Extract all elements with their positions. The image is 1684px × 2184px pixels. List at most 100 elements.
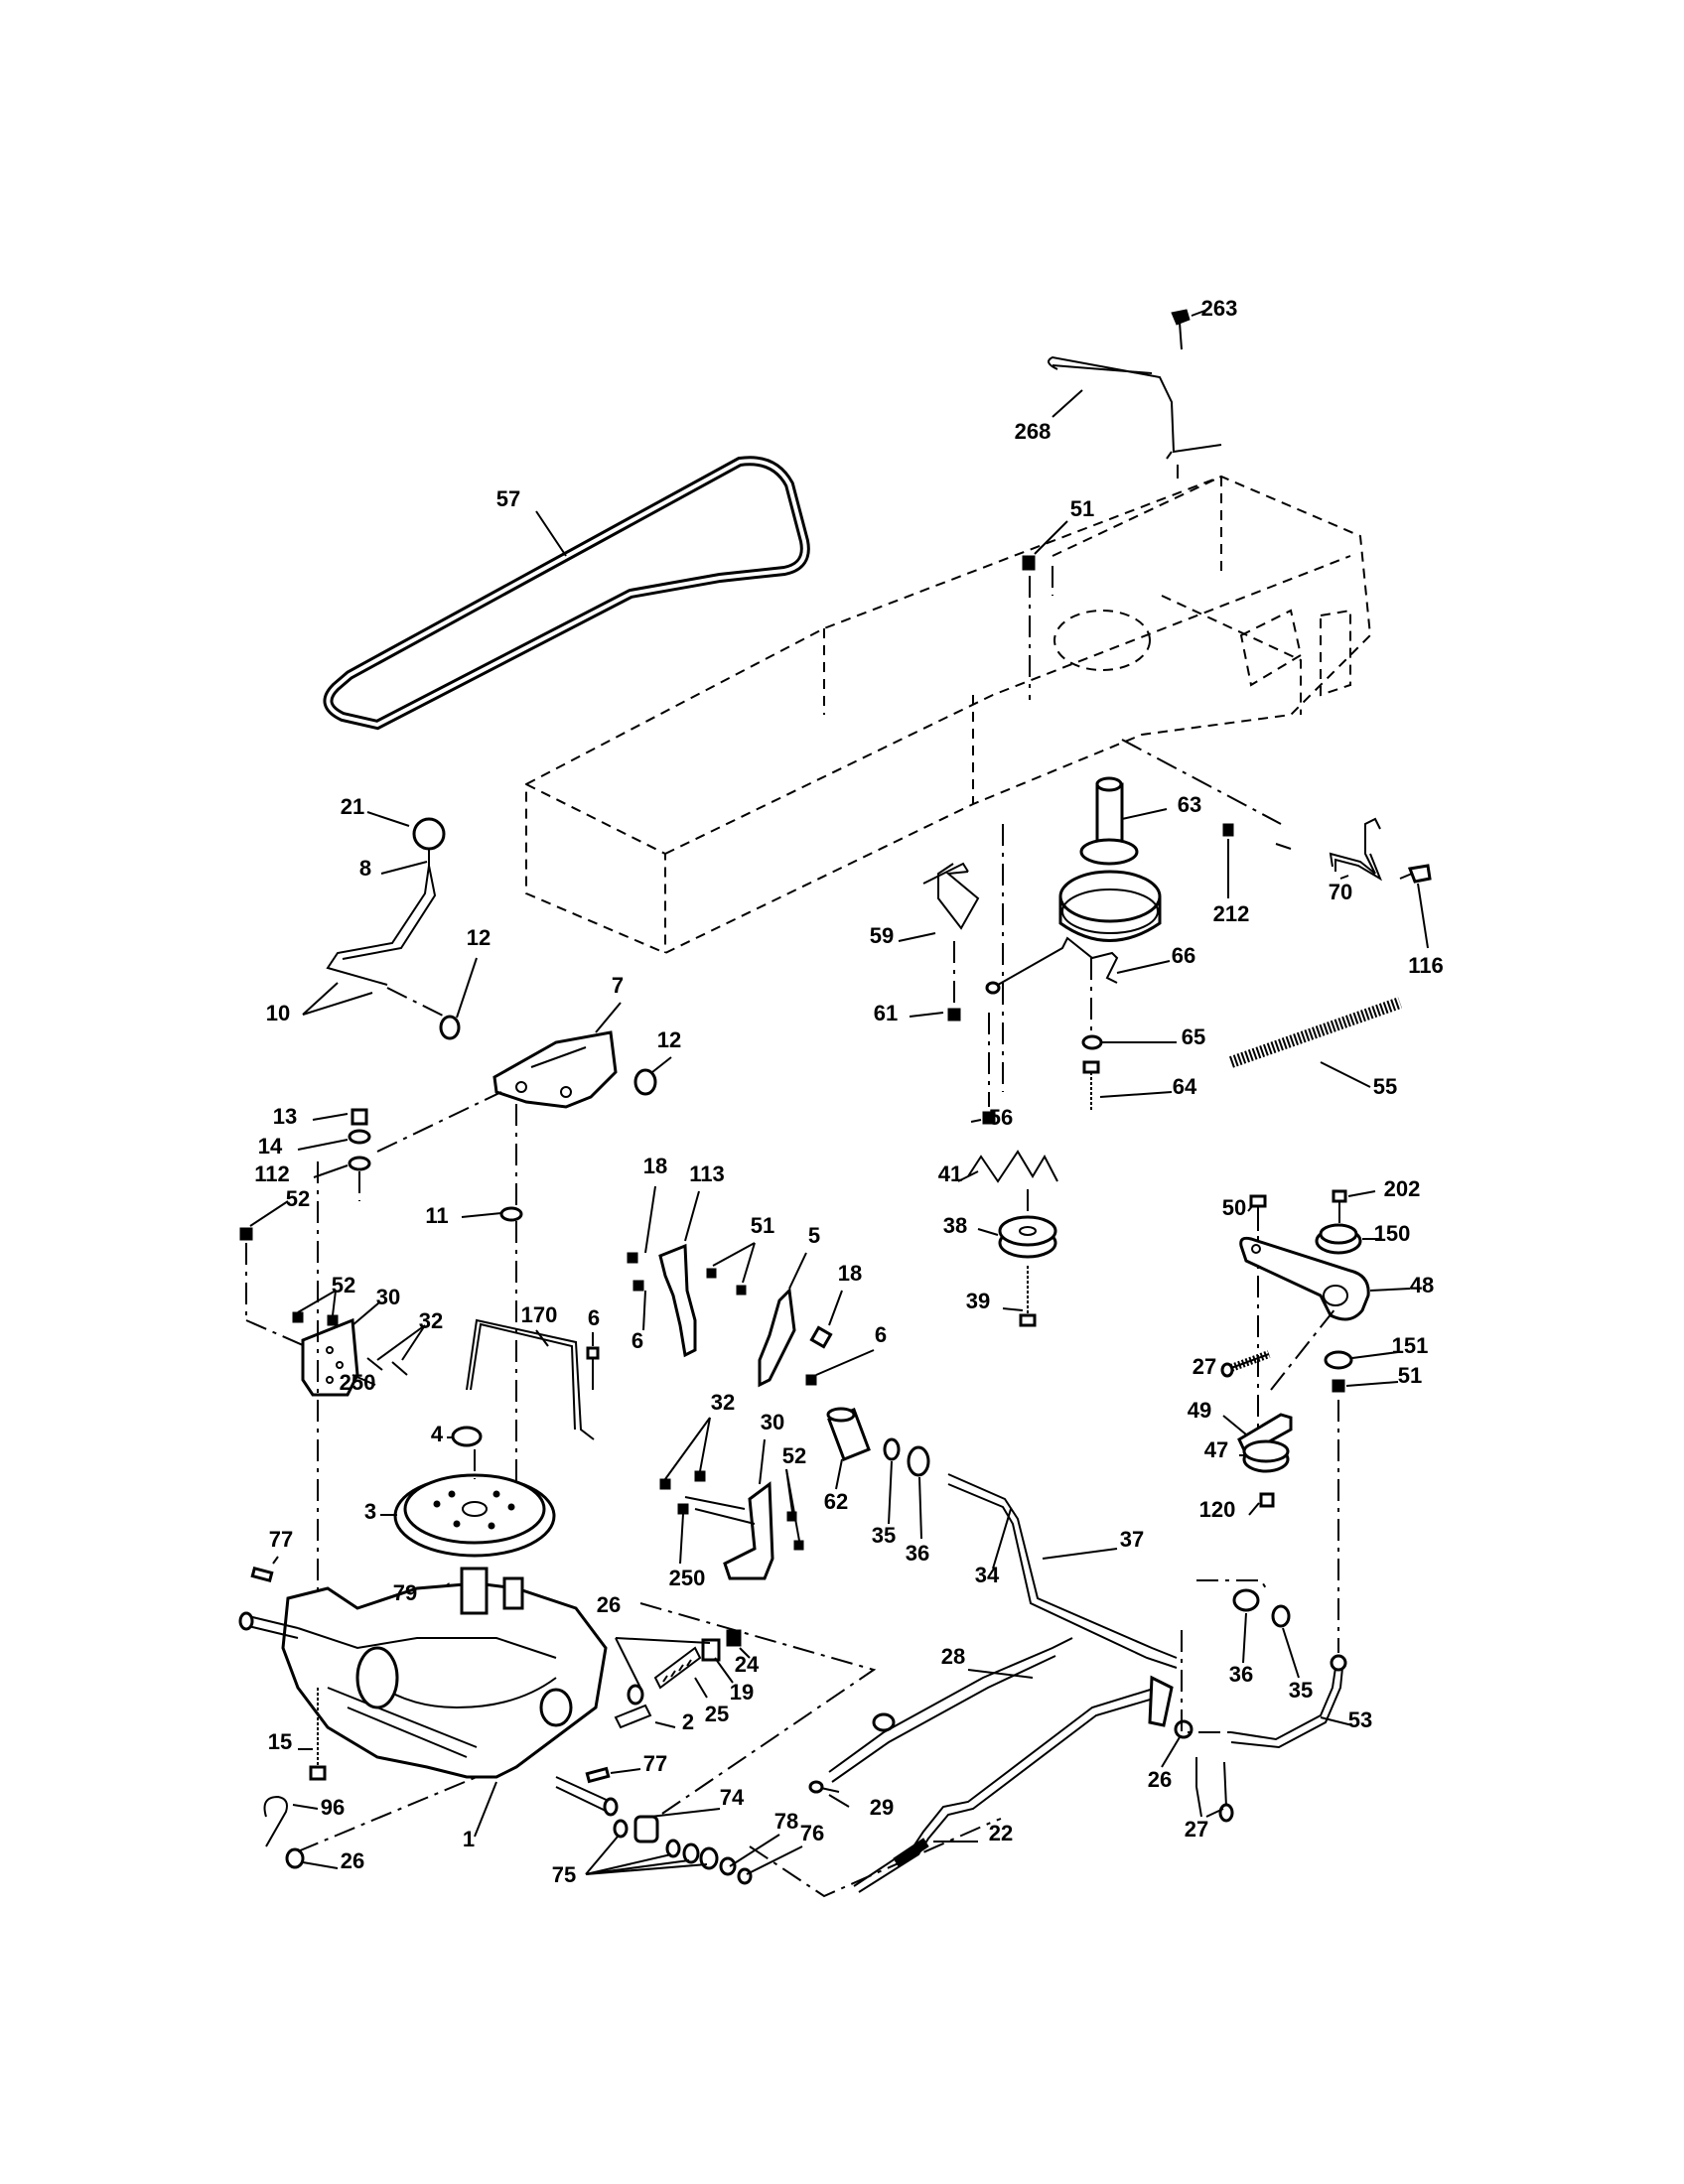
- part-label-52: 52: [782, 1443, 806, 1468]
- part-label-51: 51: [1070, 496, 1094, 521]
- part-label-22: 22: [989, 1821, 1013, 1845]
- part-label-12: 12: [657, 1027, 681, 1052]
- idler-arm-48: [1239, 1236, 1411, 1391]
- washer-35a: [883, 1437, 901, 1525]
- part-label-53: 53: [1348, 1707, 1372, 1732]
- part-label-63: 63: [1178, 792, 1201, 817]
- part-label-55: 55: [1373, 1074, 1397, 1099]
- part-label-18: 18: [643, 1154, 667, 1178]
- pin-96: [263, 1795, 319, 1847]
- frame: [525, 475, 1372, 955]
- part-label-78: 78: [774, 1809, 798, 1834]
- part-label-6: 6: [875, 1322, 887, 1347]
- pulley-47: [1239, 1439, 1290, 1473]
- part-label-19: 19: [730, 1680, 754, 1705]
- part-label-41: 41: [938, 1161, 962, 1186]
- part-label-3: 3: [364, 1499, 376, 1524]
- part-label-57: 57: [496, 486, 520, 511]
- bolt-15: [298, 1688, 327, 1781]
- part-label-66: 66: [1172, 943, 1195, 968]
- part-label-79: 79: [393, 1580, 417, 1605]
- shift-lever-8: [302, 811, 458, 1024]
- bracket-7: [376, 1002, 622, 1206]
- part-label-32: 32: [419, 1308, 443, 1333]
- pin-77a: [250, 1556, 279, 1583]
- part-label-10: 10: [266, 1001, 290, 1025]
- part-label-5: 5: [808, 1223, 820, 1248]
- rod-170: [466, 1318, 595, 1440]
- part-label-77: 77: [643, 1751, 667, 1776]
- spacer-62: [826, 1407, 871, 1490]
- spring-41: [957, 1150, 1058, 1183]
- part-label-35: 35: [872, 1523, 896, 1548]
- axle-assembly-outline: [639, 1602, 1002, 1898]
- rod-22: [853, 1687, 1158, 1893]
- part-label-212: 212: [1213, 901, 1250, 926]
- spindle-pulley-63: [1002, 776, 1168, 1092]
- part-label-52: 52: [332, 1273, 355, 1297]
- bracket-113: [627, 1185, 700, 1358]
- part-label-38: 38: [943, 1213, 967, 1238]
- spring-59: [898, 862, 980, 942]
- part-label-1: 1: [463, 1827, 475, 1851]
- washer-151: [1324, 1350, 1399, 1370]
- part-label-62: 62: [824, 1489, 848, 1514]
- ring-4: [447, 1426, 483, 1447]
- bracket-30a: [292, 1290, 426, 1397]
- spring-2: [614, 1704, 676, 1729]
- bolt-116: [1399, 864, 1432, 949]
- bolt-13-stack: [297, 1108, 371, 1201]
- washer-36b: [1232, 1588, 1260, 1664]
- lever-268: [1048, 355, 1222, 460]
- rod-28: [828, 1637, 1073, 1783]
- part-label-32: 32: [711, 1390, 735, 1415]
- bracket-30b: [659, 1417, 804, 1580]
- bolt-263: [1171, 309, 1208, 478]
- part-label-8: 8: [359, 856, 371, 881]
- part-label-7: 7: [612, 973, 624, 998]
- part-label-250: 250: [340, 1370, 376, 1395]
- part-label-27: 27: [1193, 1354, 1216, 1379]
- washer-11: [461, 1206, 523, 1222]
- part-label-25: 25: [705, 1702, 729, 1726]
- nut-212: [1222, 823, 1292, 898]
- part-label-26: 26: [597, 1592, 621, 1617]
- part-label-59: 59: [870, 923, 894, 948]
- part-label-74: 74: [720, 1785, 745, 1810]
- washer-36a: [907, 1445, 930, 1540]
- spacer-stack: [585, 1808, 803, 1885]
- part-label-27: 27: [1185, 1817, 1208, 1842]
- part-label-34: 34: [975, 1563, 1000, 1587]
- part-label-70: 70: [1329, 880, 1352, 904]
- part-label-15: 15: [268, 1729, 292, 1754]
- part-label-263: 263: [1201, 296, 1238, 321]
- part-label-28: 28: [941, 1644, 965, 1669]
- washer-65: [1081, 1034, 1177, 1050]
- spring-25: [615, 1629, 751, 1706]
- bolt-64: [1082, 958, 1173, 1112]
- part-label-51: 51: [1398, 1363, 1422, 1388]
- washer-12a: [439, 957, 478, 1040]
- bolt-27a: [1220, 1350, 1271, 1378]
- nut-52a: [239, 1200, 304, 1346]
- part-label-116: 116: [1408, 953, 1444, 978]
- part-label-29: 29: [870, 1795, 894, 1820]
- drive-belt-57: [323, 456, 810, 731]
- part-label-30: 30: [376, 1285, 400, 1309]
- part-label-75: 75: [552, 1862, 576, 1887]
- part-label-250: 250: [669, 1566, 706, 1590]
- washer-26c: [285, 1776, 478, 1869]
- part-label-202: 202: [1384, 1176, 1421, 1201]
- part-label-13: 13: [273, 1104, 297, 1129]
- part-label-151: 151: [1392, 1333, 1429, 1358]
- part-label-48: 48: [1410, 1273, 1434, 1297]
- part-label-2: 2: [682, 1709, 694, 1734]
- part-label-268: 268: [1015, 419, 1052, 444]
- pin-77b: [585, 1766, 641, 1784]
- rod-53: [1230, 1400, 1353, 1749]
- pulley-3: [380, 1221, 556, 1558]
- part-label-120: 120: [1199, 1497, 1236, 1522]
- bracket-26b: [1148, 1630, 1234, 1823]
